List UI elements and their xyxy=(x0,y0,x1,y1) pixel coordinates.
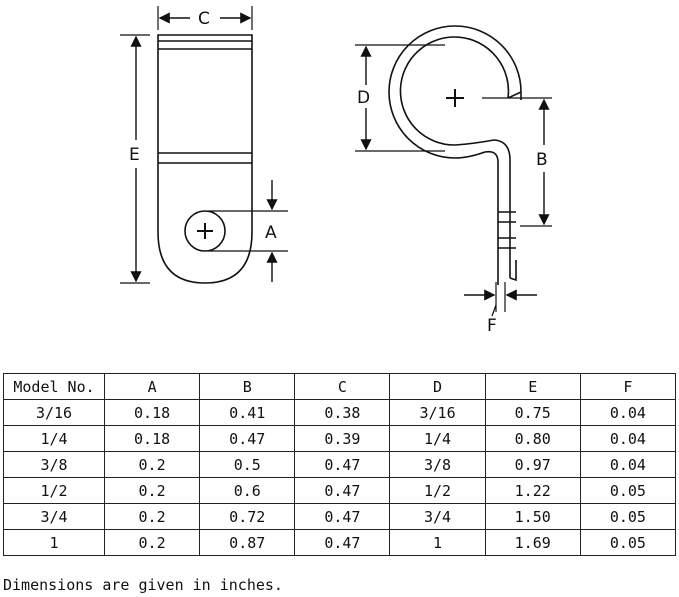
table-row: 1/4 0.18 0.47 0.39 1/4 0.80 0.04 xyxy=(3,425,677,452)
cell-d: 1/2 xyxy=(389,477,486,504)
table-row: 3/16 0.18 0.41 0.38 3/16 0.75 0.04 xyxy=(3,399,677,426)
cell-a: 0.2 xyxy=(103,477,201,504)
cell-b: 0.6 xyxy=(199,477,296,504)
label-c: C xyxy=(198,9,210,29)
table-row: 3/4 0.2 0.72 0.47 3/4 1.50 0.05 xyxy=(3,503,677,530)
cell-model: 1/2 xyxy=(3,477,105,504)
cell-c: 0.47 xyxy=(294,503,391,530)
cell-b: 0.5 xyxy=(199,451,296,478)
units-note: Dimensions are given in inches. xyxy=(3,576,283,594)
clamp-front-view xyxy=(120,6,288,284)
cell-e: 0.80 xyxy=(484,425,581,452)
label-f: F xyxy=(487,316,497,336)
clamp-dimension-drawing: C E A D B F xyxy=(120,6,552,336)
cell-model: 3/8 xyxy=(3,451,105,478)
cell-b: 0.47 xyxy=(199,425,296,452)
table-row: 1 0.2 0.87 0.47 1 1.69 0.05 xyxy=(3,529,677,556)
clamp-side-view xyxy=(355,25,552,317)
cell-f: 0.04 xyxy=(579,451,677,478)
dimensions-table: Model No. A B C D E F 3/16 0.18 0.41 0.3… xyxy=(3,373,677,556)
label-b: B xyxy=(536,150,548,170)
cell-a: 0.2 xyxy=(103,451,201,478)
cell-f: 0.05 xyxy=(579,503,677,530)
header-f: F xyxy=(579,373,677,400)
cell-b: 0.72 xyxy=(199,503,296,530)
header-e: E xyxy=(484,373,581,400)
label-d: D xyxy=(357,88,370,108)
header-c: C xyxy=(294,373,391,400)
cell-b: 0.87 xyxy=(199,529,296,556)
cell-b: 0.41 xyxy=(199,399,296,426)
cell-a: 0.18 xyxy=(103,425,201,452)
cell-c: 0.47 xyxy=(294,451,391,478)
cell-model: 3/4 xyxy=(3,503,105,530)
cell-a: 0.18 xyxy=(103,399,201,426)
table-header-row: Model No. A B C D E F xyxy=(3,373,677,400)
header-a: A xyxy=(103,373,201,400)
cell-e: 1.50 xyxy=(484,503,581,530)
cell-e: 0.97 xyxy=(484,451,581,478)
cell-d: 1/4 xyxy=(389,425,486,452)
cell-f: 0.05 xyxy=(579,529,677,556)
header-d: D xyxy=(389,373,486,400)
header-b: B xyxy=(199,373,296,400)
cell-e: 1.69 xyxy=(484,529,581,556)
cell-f: 0.04 xyxy=(579,399,677,426)
table-row: 1/2 0.2 0.6 0.47 1/2 1.22 0.05 xyxy=(3,477,677,504)
header-model: Model No. xyxy=(3,373,105,400)
cell-model: 1 xyxy=(3,529,105,556)
cell-c: 0.38 xyxy=(294,399,391,426)
cell-e: 0.75 xyxy=(484,399,581,426)
label-a: A xyxy=(265,223,277,243)
cell-a: 0.2 xyxy=(103,529,201,556)
cell-d: 1 xyxy=(389,529,486,556)
cell-d: 3/8 xyxy=(389,451,486,478)
cell-f: 0.04 xyxy=(579,425,677,452)
table-row: 3/8 0.2 0.5 0.47 3/8 0.97 0.04 xyxy=(3,451,677,478)
cell-model: 3/16 xyxy=(3,399,105,426)
cell-c: 0.47 xyxy=(294,529,391,556)
label-e: E xyxy=(129,145,140,165)
cell-c: 0.47 xyxy=(294,477,391,504)
cell-f: 0.05 xyxy=(579,477,677,504)
cell-d: 3/16 xyxy=(389,399,486,426)
cell-e: 1.22 xyxy=(484,477,581,504)
cell-d: 3/4 xyxy=(389,503,486,530)
cell-c: 0.39 xyxy=(294,425,391,452)
cell-a: 0.2 xyxy=(103,503,201,530)
cell-model: 1/4 xyxy=(3,425,105,452)
